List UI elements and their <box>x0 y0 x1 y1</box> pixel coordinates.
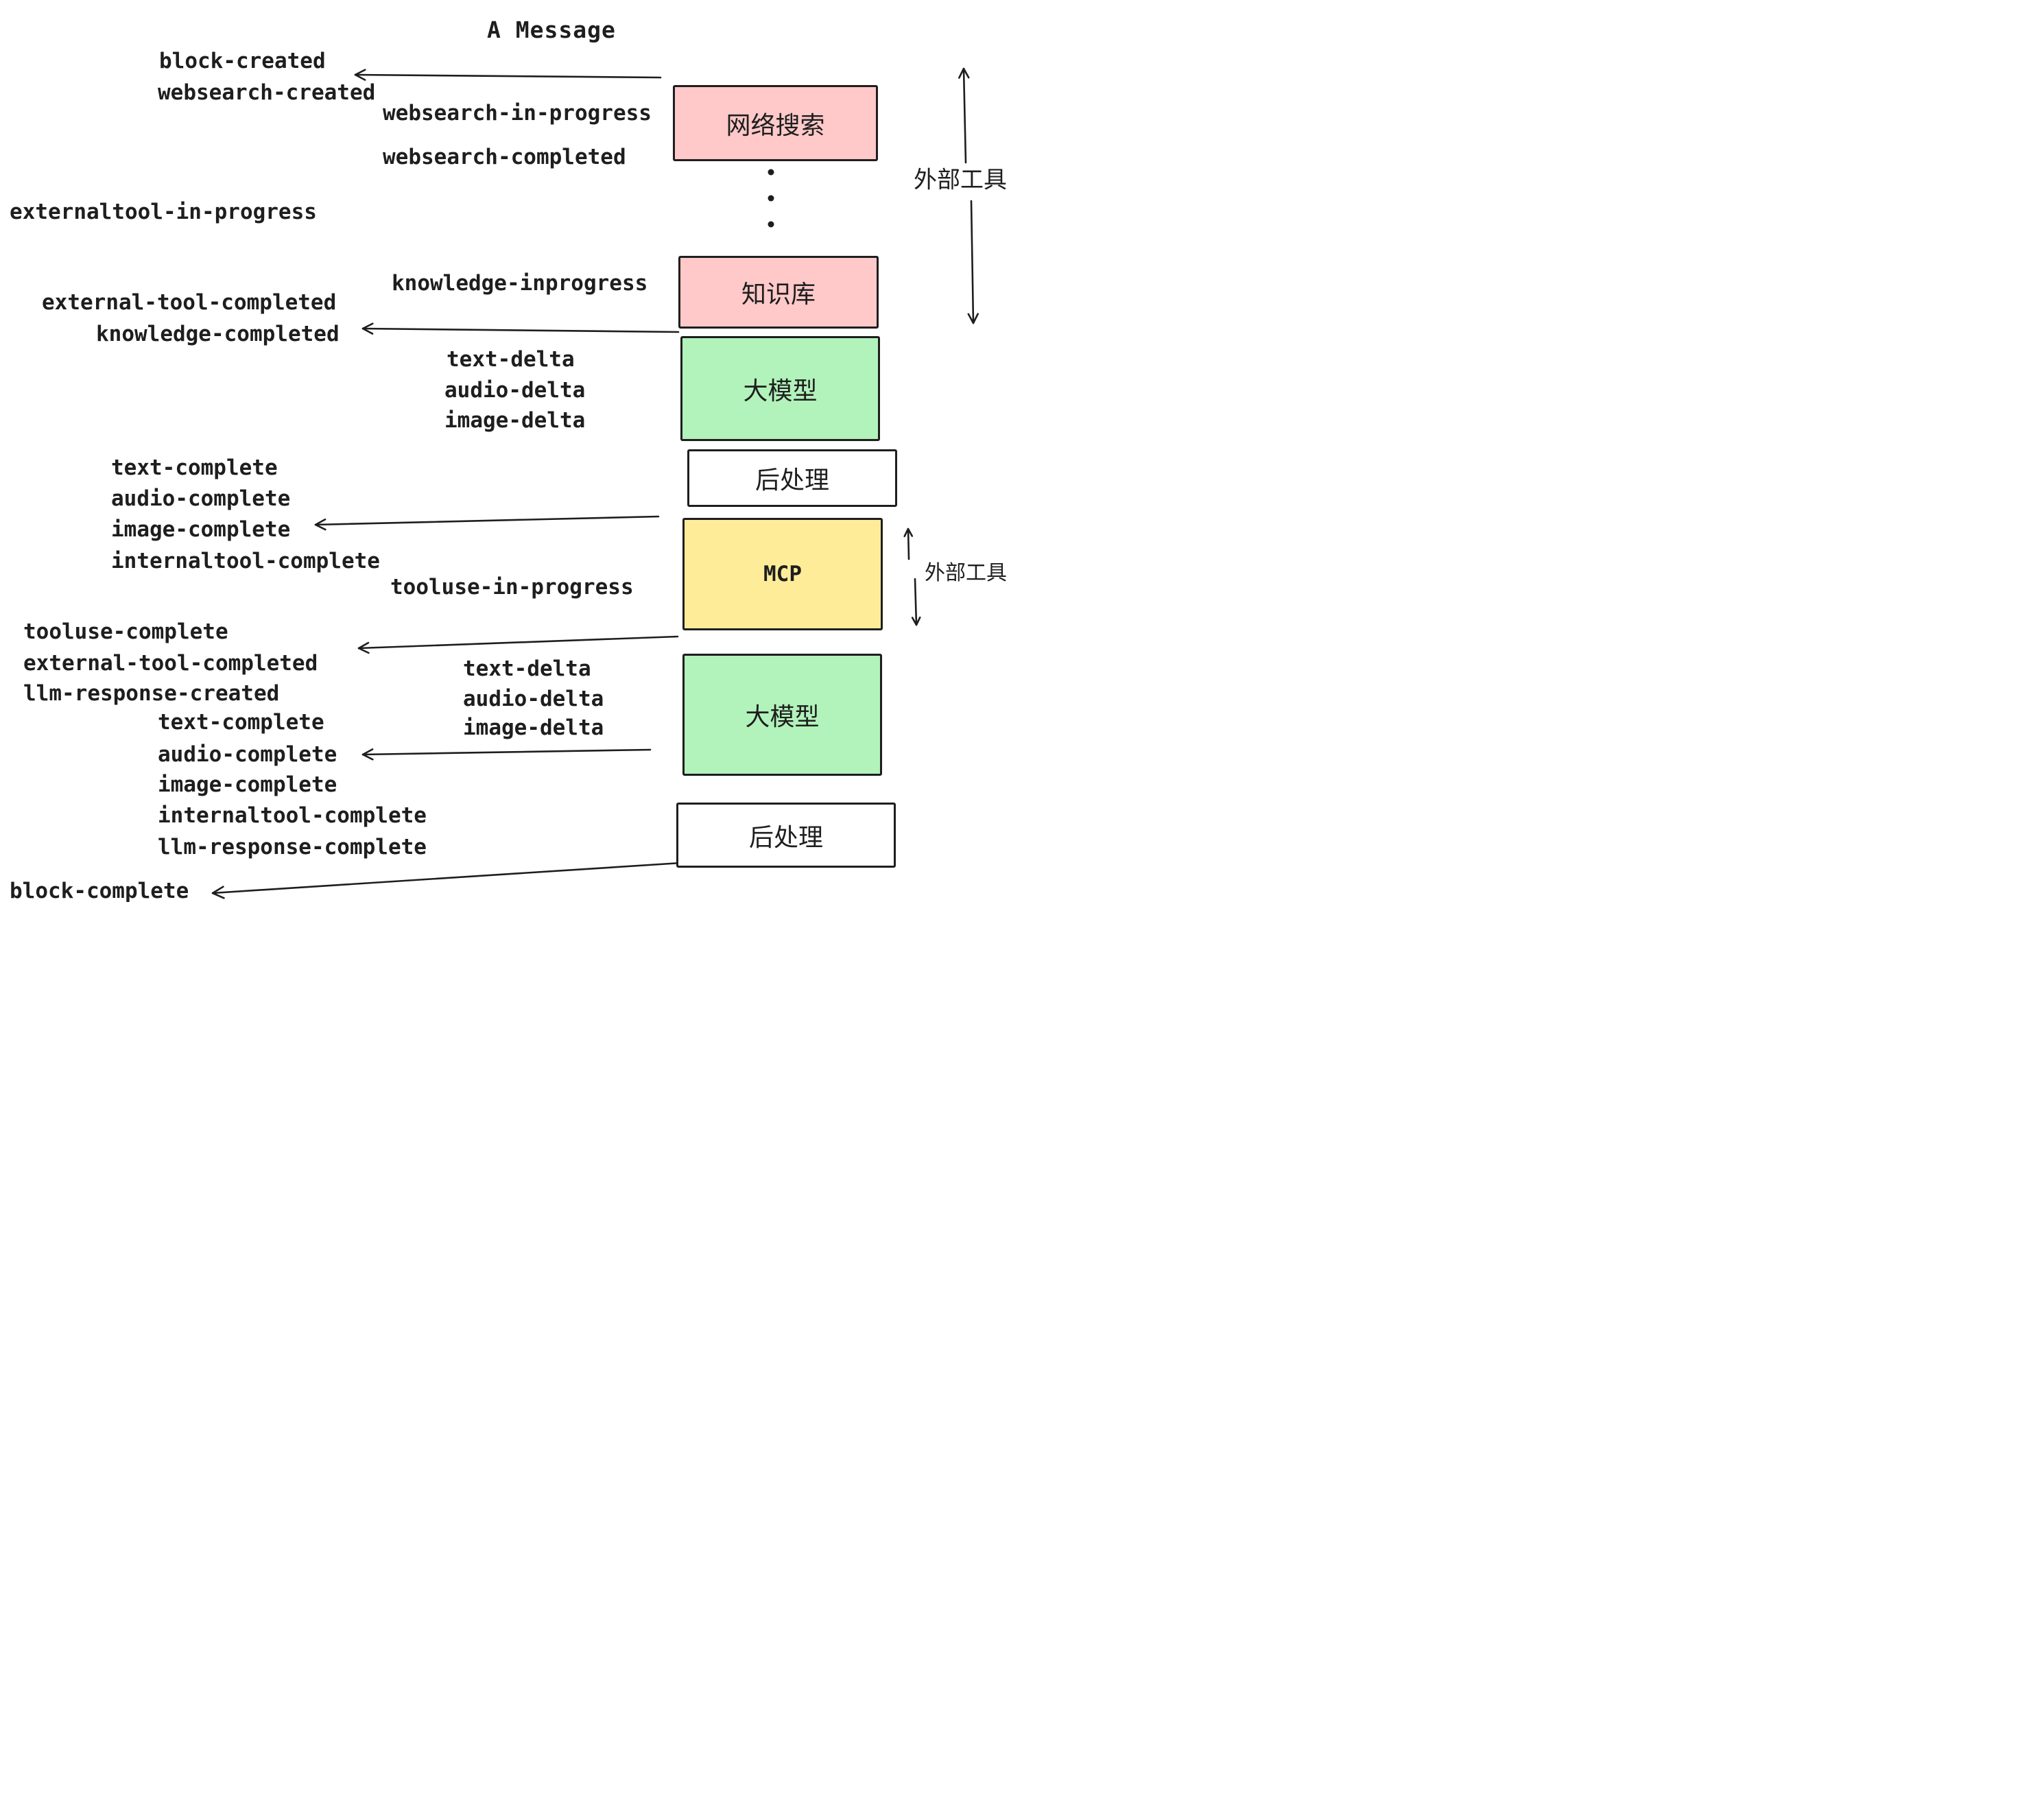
label-text-delta-1: text-delta <box>447 347 575 372</box>
box-llm-2-label: 大模型 <box>745 702 820 731</box>
label-block-created: block-created <box>159 49 326 73</box>
label-image-complete-1: image-complete <box>111 517 291 542</box>
label-internaltool-complete-2: internaltool-complete <box>158 803 427 828</box>
box-websearch-label: 网络搜索 <box>726 110 825 139</box>
label-llm-response-created: llm-response-created <box>23 681 280 706</box>
arrow-external-tools-2-down <box>911 578 921 626</box>
label-external-tool-completed-1: external-tool-completed <box>42 290 337 315</box>
label-websearch-completed: websearch-completed <box>383 145 626 169</box>
arrow-external-tools-2-up <box>903 527 914 560</box>
box-knowledge-base-label: 知识库 <box>741 280 816 308</box>
ellipsis-dot-2 <box>768 195 774 202</box>
label-audio-complete-2: audio-complete <box>158 742 337 767</box>
box-mcp: MCP <box>682 518 883 630</box>
label-text-delta-2: text-delta <box>463 656 591 681</box>
page-title: A Message <box>487 16 616 43</box>
label-text-complete-1: text-complete <box>111 455 278 480</box>
label-image-delta-2: image-delta <box>463 715 604 740</box>
label-internaltool-complete-1: internaltool-complete <box>111 549 380 573</box>
label-audio-delta-2: audio-delta <box>463 687 604 711</box>
label-audio-complete-1: audio-complete <box>111 486 291 511</box>
label-image-complete-2: image-complete <box>158 772 337 797</box>
box-mcp-label: MCP <box>763 562 802 586</box>
ellipsis-dot-1 <box>768 169 774 176</box>
label-block-complete: block-complete <box>10 879 189 902</box>
label-external-tool-completed-2: external-tool-completed <box>23 651 318 676</box>
arrow-tooluse-complete <box>357 635 679 654</box>
box-knowledge-base: 知识库 <box>678 256 879 329</box>
box-postprocess-2-label: 后处理 <box>748 822 823 851</box>
label-tooluse-complete: tooluse-complete <box>23 619 228 644</box>
arrow-image-complete <box>314 515 660 531</box>
box-postprocess-1-label: 后处理 <box>754 466 829 494</box>
arrow-external-tools-1-up <box>958 67 970 164</box>
box-llm-2: 大模型 <box>682 654 882 776</box>
arrow-audio-complete <box>361 748 652 761</box>
label-websearch-in-progress: websearch-in-progress <box>383 101 652 126</box>
arrow-block-created <box>354 69 662 81</box>
ellipsis-dot-3 <box>768 221 774 228</box>
label-externaltool-in-progress: externaltool-in-progress <box>10 200 317 224</box>
label-image-delta-1: image-delta <box>444 408 586 433</box>
label-knowledge-completed: knowledge-completed <box>96 322 340 346</box>
box-llm-1-label: 大模型 <box>743 376 818 405</box>
box-llm-1: 大模型 <box>680 336 880 441</box>
box-postprocess-2: 后处理 <box>676 803 896 868</box>
label-llm-response-complete: llm-response-complete <box>158 835 427 859</box>
arrow-external-tools-1-down <box>967 200 979 324</box>
box-websearch: 网络搜索 <box>673 85 878 161</box>
label-websearch-created: websearch-created <box>158 80 376 105</box>
label-audio-delta-1: audio-delta <box>444 378 586 403</box>
label-tooluse-in-progress: tooluse-in-progress <box>390 575 634 600</box>
side-label-external-tools-bottom: 外部工具 <box>925 562 1007 584</box>
arrow-knowledge-completed <box>361 322 680 335</box>
label-text-complete-2: text-complete <box>158 710 324 735</box>
box-postprocess-1: 后处理 <box>687 449 897 507</box>
arrow-block-complete <box>211 862 682 899</box>
label-knowledge-inprogress: knowledge-inprogress <box>392 271 648 296</box>
side-label-external-tools-top: 外部工具 <box>914 167 1007 193</box>
